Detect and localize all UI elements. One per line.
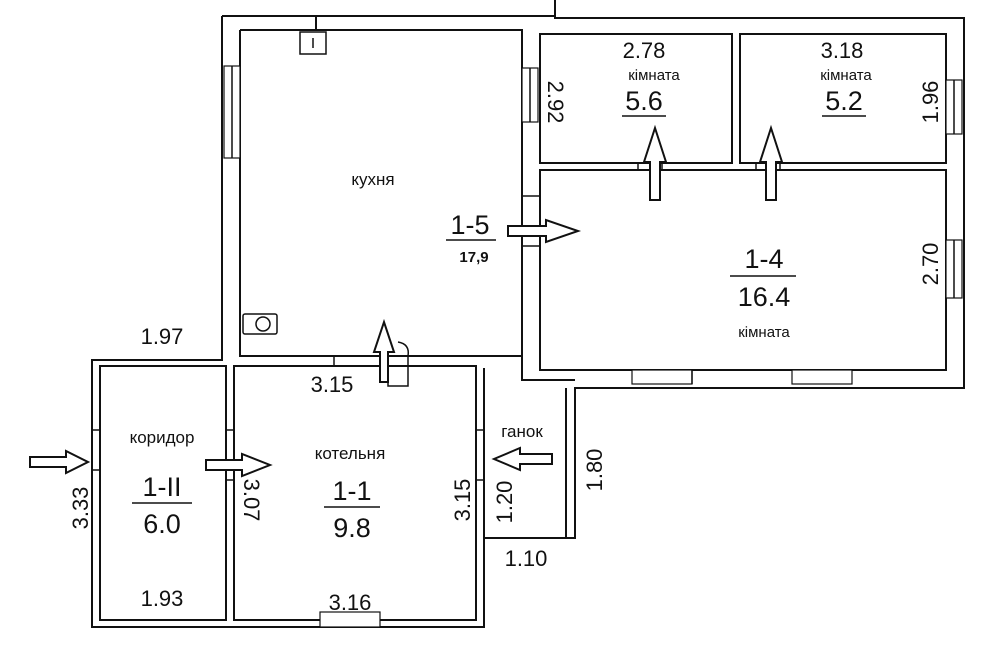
porch-height-dim: 1.20: [492, 481, 517, 524]
boiler-area: 9.8: [333, 513, 371, 543]
room-a-name: кімната: [628, 67, 680, 84]
kitchen-name: кухня: [351, 170, 394, 189]
corridor-room: [92, 365, 227, 621]
corridor-height-dim: 3.33: [68, 487, 93, 530]
room-a: [539, 33, 733, 164]
arrow-boiler-to-kitchen: [372, 318, 396, 383]
boiler-bottom-dim: 3.16: [329, 590, 372, 615]
corridor-top-dim: 1.97: [141, 324, 184, 349]
corridor-area: 6.0: [143, 509, 181, 539]
arrow-to-room-b: [758, 124, 784, 201]
boiler-name: котельня: [315, 444, 386, 463]
main-room-code: 1-4: [744, 244, 783, 274]
arrow-to-room-a: [642, 124, 668, 201]
kitchen-room: [223, 29, 575, 381]
porch-width-dim: 1.10: [505, 546, 548, 571]
main-room-area: 16.4: [738, 282, 791, 312]
room-b: [739, 33, 963, 164]
room-b-width: 3.18: [821, 38, 864, 63]
boiler-top-dim: 3.15: [311, 372, 354, 397]
room-b-name: кімната: [820, 67, 872, 84]
corridor-name: коридор: [130, 428, 195, 447]
sink-fixture: [299, 31, 327, 55]
room-b-area: 5.2: [825, 86, 863, 116]
boiler-window: [319, 611, 381, 628]
arrow-kitchen-to-room: [507, 218, 582, 244]
main-room: [522, 163, 963, 385]
room-a-area: 5.6: [625, 86, 663, 116]
porch-side-dim: 1.80: [582, 449, 607, 492]
room-a-width: 2.78: [623, 38, 666, 63]
main-room-height-dim: 2.70: [918, 243, 943, 286]
boiler-code: 1-1: [332, 476, 371, 506]
entry-arrow-corridor: [29, 449, 91, 475]
boiler-right-dim: 3.15: [450, 479, 475, 522]
main-room-name: кімната: [738, 324, 790, 341]
arrow-corridor-to-boiler: [205, 452, 273, 478]
porch-area: [483, 368, 567, 538]
main-building-outline: [91, 0, 965, 628]
arrow-porch-entry: [491, 446, 553, 472]
kitchen-area: 17,9: [459, 249, 488, 266]
corridor-code: 1-II: [142, 472, 181, 502]
boiler-room: [226, 341, 484, 628]
main-room-window-south-2: [791, 369, 853, 385]
boiler-left-dim: 3.07: [239, 479, 264, 522]
porch-name: ганок: [501, 422, 543, 441]
room-a-depth: 2.92: [543, 81, 568, 124]
corridor-bottom-dim: 1.93: [141, 586, 184, 611]
kitchen-code: 1-5: [450, 210, 489, 240]
stove-fixture: [242, 313, 278, 335]
main-room-window-south-1: [631, 369, 693, 385]
room-b-depth: 1.96: [918, 81, 943, 124]
